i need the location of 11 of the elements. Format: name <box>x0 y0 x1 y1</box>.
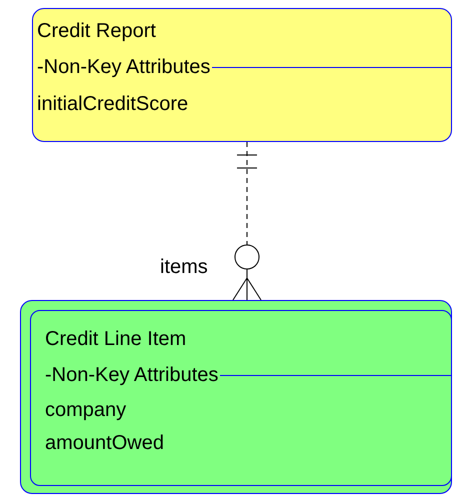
entity-name: Credit Report <box>37 19 156 43</box>
attribute-name: amountOwed <box>45 431 164 455</box>
entity-box <box>32 8 452 142</box>
section-label: -Non-Key Attributes <box>37 55 210 79</box>
relationship-line <box>232 142 262 300</box>
attribute-name: company <box>45 398 126 422</box>
attribute-name: initialCreditScore <box>37 92 188 116</box>
entity-box <box>20 300 452 494</box>
edge-label: items <box>160 255 208 279</box>
entity-name: Credit Line Item <box>45 327 186 351</box>
section-label: -Non-Key Attributes <box>45 363 218 387</box>
